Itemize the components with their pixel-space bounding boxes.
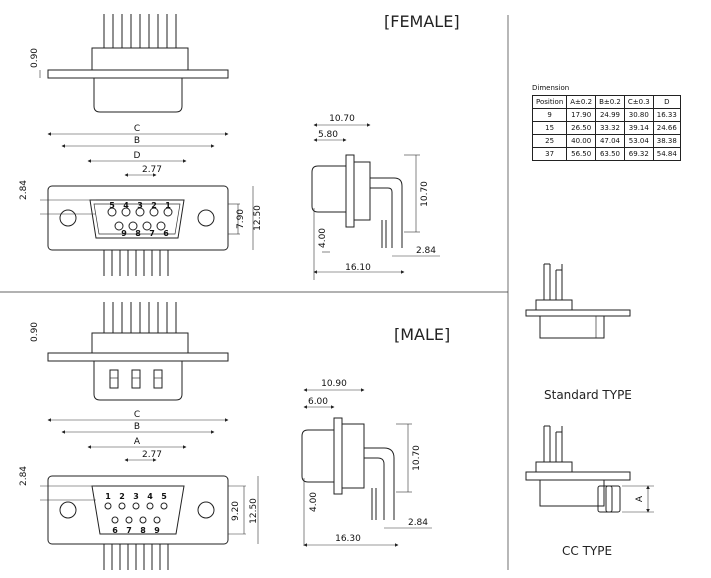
male-dim-pitch: 2.77 — [142, 450, 162, 460]
table-cell: 33.32 — [595, 121, 625, 135]
female-dim-284-side: 2.84 — [416, 246, 436, 256]
table-cell: 26.50 — [566, 121, 597, 135]
table-cell: 47.04 — [595, 134, 625, 148]
male-dim-b: B — [134, 422, 140, 432]
svg-text:6: 6 — [163, 229, 169, 238]
male-dim-400: 4.00 — [309, 492, 319, 512]
male-dim-a: A — [134, 437, 141, 447]
col-header: D — [652, 95, 681, 109]
male-dim-284-side: 2.84 — [408, 518, 428, 528]
svg-text:4: 4 — [147, 492, 153, 501]
table-cell: 30.80 — [623, 108, 654, 122]
female-dim-790: 7.90 — [236, 209, 246, 229]
table-cell: 37 — [531, 147, 568, 161]
table-cell: 24.99 — [595, 108, 625, 122]
table-cell: 54.84 — [652, 147, 681, 161]
table-cell: 16.33 — [652, 108, 681, 122]
svg-text:4: 4 — [123, 201, 129, 210]
dimension-table-caption: Dimension — [532, 84, 570, 92]
female-front-view — [40, 132, 254, 276]
male-dim-090: 0.90 — [30, 322, 40, 342]
table-header-row: Position A±0.2 B±0.2 C±0.3 D — [531, 95, 681, 109]
female-pin-numbers: 5 4 3 2 1 9 8 7 6 — [109, 201, 171, 238]
male-label: [MALE] — [394, 325, 450, 344]
female-side-view — [311, 123, 440, 280]
table-cell: 63.50 — [595, 147, 625, 161]
svg-text:8: 8 — [140, 526, 146, 535]
table-row: 15 26.50 33.32 39.14 24.66 — [531, 121, 681, 135]
col-header: A±0.2 — [566, 95, 597, 109]
table-row: 9 17.90 24.99 30.80 16.33 — [531, 108, 681, 122]
svg-text:2: 2 — [119, 492, 125, 501]
table-cell: 38.38 — [652, 134, 681, 148]
female-dim-pitch: 2.77 — [142, 165, 162, 175]
dimension-table: Position A±0.2 B±0.2 C±0.3 D 9 17.90 24.… — [531, 95, 681, 161]
table-row: 25 40.00 47.04 53.04 38.38 — [531, 134, 681, 148]
table-cell: 24.66 — [652, 121, 681, 135]
table-cell: 56.50 — [566, 147, 597, 161]
svg-text:3: 3 — [137, 201, 143, 210]
cc-type-label: CC TYPE — [562, 544, 612, 558]
table-cell: 40.00 — [566, 134, 597, 148]
standard-type-drawing — [525, 263, 631, 339]
male-side-view — [301, 388, 432, 547]
col-header: Position — [531, 95, 568, 109]
table-row: 37 56.50 63.50 69.32 54.84 — [531, 147, 681, 161]
female-dim-284: 2.84 — [19, 180, 29, 200]
male-dim-c: C — [134, 410, 140, 420]
svg-text:8: 8 — [135, 229, 141, 238]
svg-text:5: 5 — [109, 201, 115, 210]
table-cell: 9 — [531, 108, 568, 122]
female-label: [FEMALE] — [384, 12, 460, 31]
male-dim-920: 9.20 — [231, 501, 241, 521]
svg-text:1: 1 — [105, 492, 111, 501]
female-dim-v1070: 10.70 — [420, 181, 430, 207]
female-top-view — [39, 14, 229, 113]
svg-text:9: 9 — [154, 526, 160, 535]
svg-text:7: 7 — [126, 526, 132, 535]
svg-text:9: 9 — [121, 229, 127, 238]
female-dim-400: 4.00 — [318, 228, 328, 248]
col-header: B±0.2 — [595, 95, 625, 109]
female-dim-1250: 12.50 — [253, 205, 263, 231]
female-dim-b: B — [134, 136, 140, 146]
male-dim-284: 2.84 — [19, 466, 29, 486]
male-top-view — [47, 302, 229, 401]
table-cell: 25 — [531, 134, 568, 148]
cc-dim-a: A — [635, 495, 645, 502]
female-dim-c: C — [134, 124, 140, 134]
female-dim-d: D — [134, 151, 141, 161]
col-header: C±0.3 — [623, 95, 654, 109]
table-cell: 17.90 — [566, 108, 597, 122]
svg-text:5: 5 — [161, 492, 167, 501]
svg-text:1: 1 — [165, 201, 171, 210]
table-cell: 39.14 — [623, 121, 654, 135]
svg-text:7: 7 — [149, 229, 155, 238]
male-dim-1090: 10.90 — [321, 379, 347, 389]
male-pin-numbers: 1 2 3 4 5 6 7 8 9 — [105, 492, 167, 535]
cc-type-drawing — [525, 425, 654, 513]
female-dim-1610: 16.10 — [345, 263, 371, 273]
male-front-view — [40, 418, 259, 570]
female-dim-1070: 10.70 — [329, 114, 355, 124]
female-dim-090: 0.90 — [30, 48, 40, 68]
standard-type-label: Standard TYPE — [544, 388, 632, 402]
svg-text:6: 6 — [112, 526, 118, 535]
svg-text:3: 3 — [133, 492, 139, 501]
male-dim-1630: 16.30 — [335, 534, 361, 544]
male-dim-v1070: 10.70 — [412, 445, 422, 471]
male-dim-1250: 12.50 — [249, 498, 259, 524]
table-cell: 15 — [531, 121, 568, 135]
table-cell: 53.04 — [623, 134, 654, 148]
female-dim-580: 5.80 — [318, 130, 338, 140]
table-cell: 69.32 — [623, 147, 654, 161]
male-dim-600: 6.00 — [308, 397, 328, 407]
svg-text:2: 2 — [151, 201, 157, 210]
